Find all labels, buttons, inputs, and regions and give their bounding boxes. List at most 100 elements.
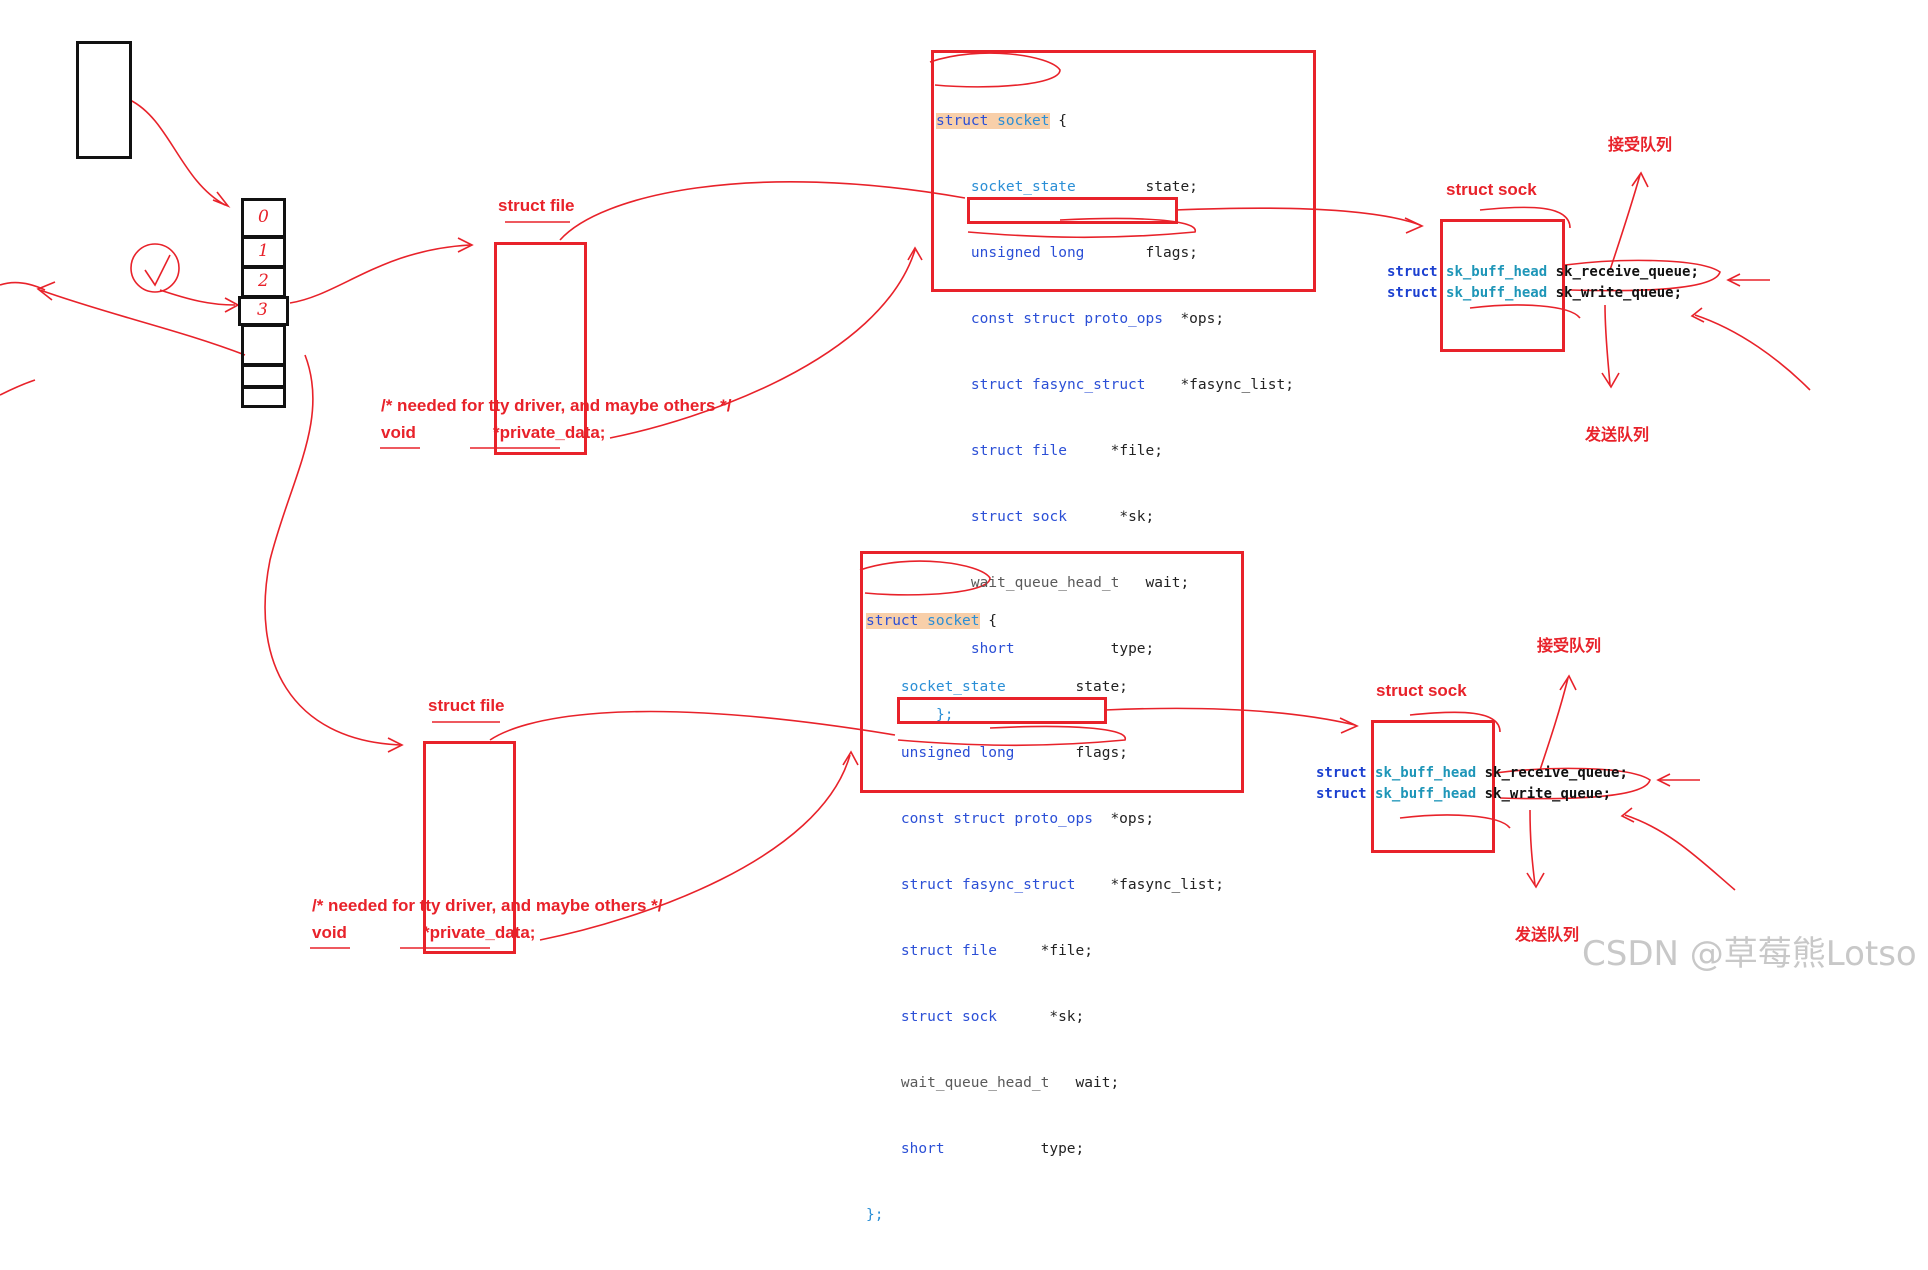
sk-field-highlight-box <box>967 197 1178 224</box>
code-line: struct fasync_struct *fasync_list; <box>900 877 1224 893</box>
arrowhead <box>1631 171 1649 188</box>
sock-field-receive: struct sk_buff_head sk_receive_queue; <box>1316 765 1628 781</box>
arrow-receive-up-top <box>1609 174 1641 271</box>
code-line-sk: struct sock *sk; <box>970 509 1155 525</box>
process-box <box>76 41 132 159</box>
struct-sock-box <box>1440 219 1565 352</box>
arrow-receive-up-bottom <box>1539 677 1569 771</box>
code-line: socket_state state; <box>900 679 1128 695</box>
arrow-send-down-bottom <box>1529 809 1536 886</box>
receive-queue-label: 接受队列 <box>1537 638 1602 655</box>
code-line: struct fasync_struct *fasync_list; <box>970 377 1294 393</box>
annotation-ink-layer <box>0 52 1811 949</box>
arrow-private-to-socket-bottom <box>539 754 851 941</box>
arrowhead <box>1726 273 1741 287</box>
fd-slot-selected: 3 <box>238 296 289 326</box>
fd-slot <box>241 324 286 366</box>
code-line-open: struct socket { <box>936 113 1067 129</box>
code-line-close: }; <box>936 707 954 723</box>
arrow-file-to-socket-top <box>559 181 966 241</box>
code-line-close: }; <box>866 1207 884 1223</box>
struct-sock-label: struct sock <box>1376 681 1467 700</box>
code-line: wait_queue_head_t wait; <box>900 1075 1120 1091</box>
arrow-private-to-socket-top <box>609 249 916 439</box>
struct-socket-code: struct socket { socket_state state; unsi… <box>866 566 1224 1270</box>
scribble-write-underline <box>1469 304 1581 319</box>
private-data-field: *private_data; <box>493 423 606 442</box>
send-queue-label: 发送队列 <box>1515 927 1580 944</box>
arrowhead <box>1620 807 1635 823</box>
code-line: struct file *file; <box>970 443 1163 459</box>
struct-socket-box <box>931 50 1316 292</box>
scribble-wait-underline <box>967 217 1196 239</box>
code-line: short type; <box>970 641 1155 657</box>
scribble-receive-circle <box>1564 259 1721 292</box>
struct-sock-label: struct sock <box>1446 180 1537 199</box>
arrow-fd-to-file-top <box>289 244 471 304</box>
arrowhead <box>1339 717 1359 734</box>
arrow-sk-to-sock-bottom <box>1104 707 1356 726</box>
arrowhead <box>36 281 56 301</box>
fd-digit: 2 <box>258 271 269 291</box>
fd-digit: 1 <box>258 241 269 261</box>
receive-queue-label: 接受队列 <box>1608 137 1673 154</box>
arrow-file-to-socket-bottom <box>489 710 896 741</box>
struct-file-box <box>423 741 516 954</box>
code-line-sk: struct sock *sk; <box>900 1009 1085 1025</box>
code-line: unsigned long flags; <box>900 745 1128 761</box>
scribble-sock-underline <box>1479 206 1571 229</box>
scribble-wait-underline <box>897 725 1126 747</box>
arrowhead <box>1559 674 1577 691</box>
code-line: wait_queue_head_t wait; <box>970 575 1190 591</box>
file-comment: /* needed for tty driver, and maybe othe… <box>312 896 663 915</box>
circle-annotation <box>130 243 180 293</box>
csdn-watermark: CSDN @草莓熊Lotso <box>1582 934 1917 974</box>
arrowhead <box>1404 217 1424 234</box>
code-line: socket_state state; <box>970 179 1198 195</box>
diagram-canvas: 0 1 2 3 struct file /* needed for tty dr… <box>0 41 1917 1223</box>
code-line: const struct proto_ops *ops; <box>900 811 1155 827</box>
arrowhead <box>1526 872 1545 889</box>
scribble-sock-underline <box>1409 711 1501 733</box>
struct-file-label: struct file <box>498 196 575 215</box>
struct-file-label: struct file <box>428 696 505 715</box>
scribble <box>0 379 36 396</box>
arrow-left-out <box>39 289 246 356</box>
sock-field-receive: struct sk_buff_head sk_receive_queue; <box>1387 264 1699 280</box>
arrowhead <box>387 737 404 753</box>
arrow-circle-to-fd <box>159 289 236 306</box>
arrowhead <box>907 246 923 261</box>
arrow-fd-to-file-bottom <box>264 354 401 746</box>
file-comment: /* needed for tty driver, and maybe othe… <box>381 396 732 415</box>
struct-socket-box <box>860 551 1244 793</box>
code-line: short type; <box>900 1141 1085 1157</box>
sock-field-write: struct sk_buff_head sk_write_queue; <box>1387 285 1683 301</box>
arrowhead <box>842 750 859 766</box>
scribble <box>0 281 46 291</box>
fd-digit: 3 <box>257 300 268 320</box>
arrowhead <box>457 237 474 253</box>
fd-slot: 1 <box>241 236 286 268</box>
struct-sock-box <box>1371 720 1495 853</box>
scribble-circle-socket-name <box>859 560 991 596</box>
struct-socket-code: struct socket { socket_state state; unsi… <box>936 66 1294 770</box>
code-line-open: struct socket { <box>866 613 997 629</box>
fd-slot: 0 <box>241 198 286 238</box>
void-keyword: void <box>381 423 416 442</box>
arrow-sk-to-sock-top <box>1174 207 1421 226</box>
void-keyword: void <box>312 923 347 942</box>
scribble-write-underline <box>1399 814 1511 829</box>
arrow-into-write-top <box>1694 314 1811 391</box>
check-scribble <box>144 254 171 287</box>
scribble-receive-circle <box>1494 767 1651 800</box>
scribble-circle-socket-name <box>929 52 1061 88</box>
arrow-into-write-bottom <box>1624 814 1736 891</box>
code-line: struct file *file; <box>900 943 1093 959</box>
private-data-field: *private_data; <box>423 923 536 942</box>
fd-slot: 2 <box>241 266 286 298</box>
send-queue-label: 发送队列 <box>1585 427 1650 444</box>
sock-field-write: struct sk_buff_head sk_write_queue; <box>1316 786 1612 802</box>
arrow-send-down-top <box>1604 304 1611 386</box>
fd-slot <box>241 386 286 408</box>
arrowhead <box>1690 307 1705 323</box>
